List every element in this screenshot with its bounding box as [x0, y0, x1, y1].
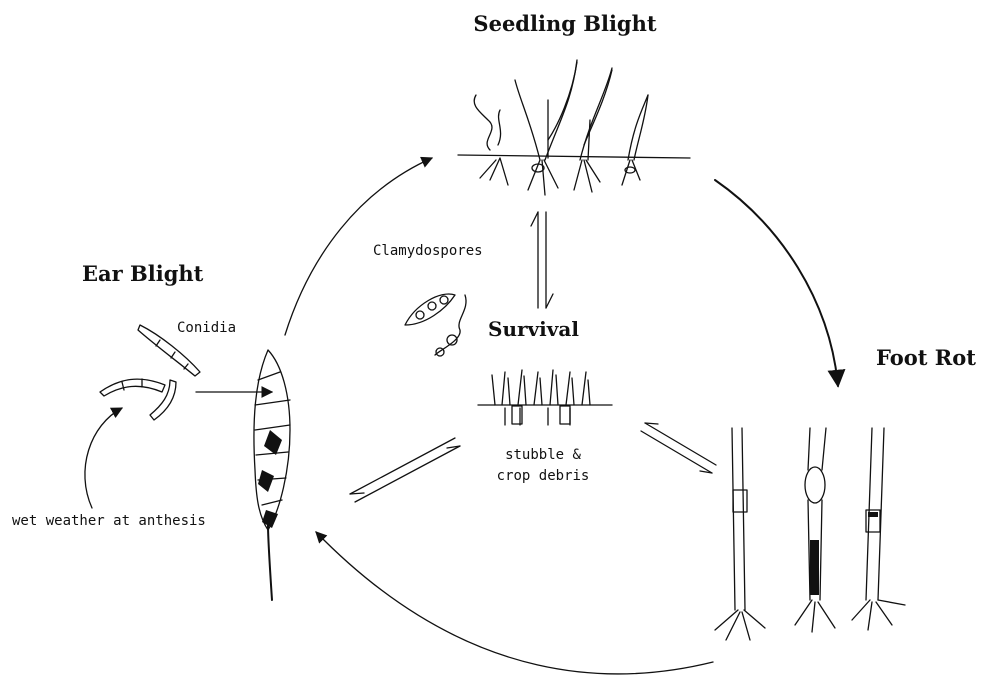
arrow-weather-to-conidia	[85, 408, 122, 508]
label-conidia: Conidia	[177, 320, 236, 336]
label-wet-weather: wet weather at anthesis	[12, 513, 206, 529]
stage-foot-rot: Foot Rot	[876, 346, 976, 370]
footrot-illustration	[715, 428, 905, 640]
conidia-shapes	[100, 325, 200, 420]
harpoon-survival-footrot	[641, 423, 716, 473]
label-clamydospores: Clamydospores	[373, 243, 483, 259]
stubble-illustration	[478, 370, 612, 425]
stage-ear-blight: Ear Blight	[82, 262, 203, 286]
clamydospore-shapes	[405, 294, 466, 356]
label-stubble-line2: crop debris	[478, 468, 608, 484]
ear-illustration	[254, 350, 290, 600]
harpoon-seedling-survival	[531, 212, 553, 308]
stage-seedling-blight: Seedling Blight	[455, 12, 675, 36]
harpoon-survival-ear	[350, 438, 460, 502]
label-stubble-line1: stubble &	[478, 447, 608, 463]
stage-survival: Survival	[488, 318, 579, 341]
cycle-arrow-foot-to-ear	[316, 532, 713, 674]
cycle-arrow-seedling-to-foot	[715, 180, 838, 386]
seedling-illustration	[458, 60, 690, 195]
